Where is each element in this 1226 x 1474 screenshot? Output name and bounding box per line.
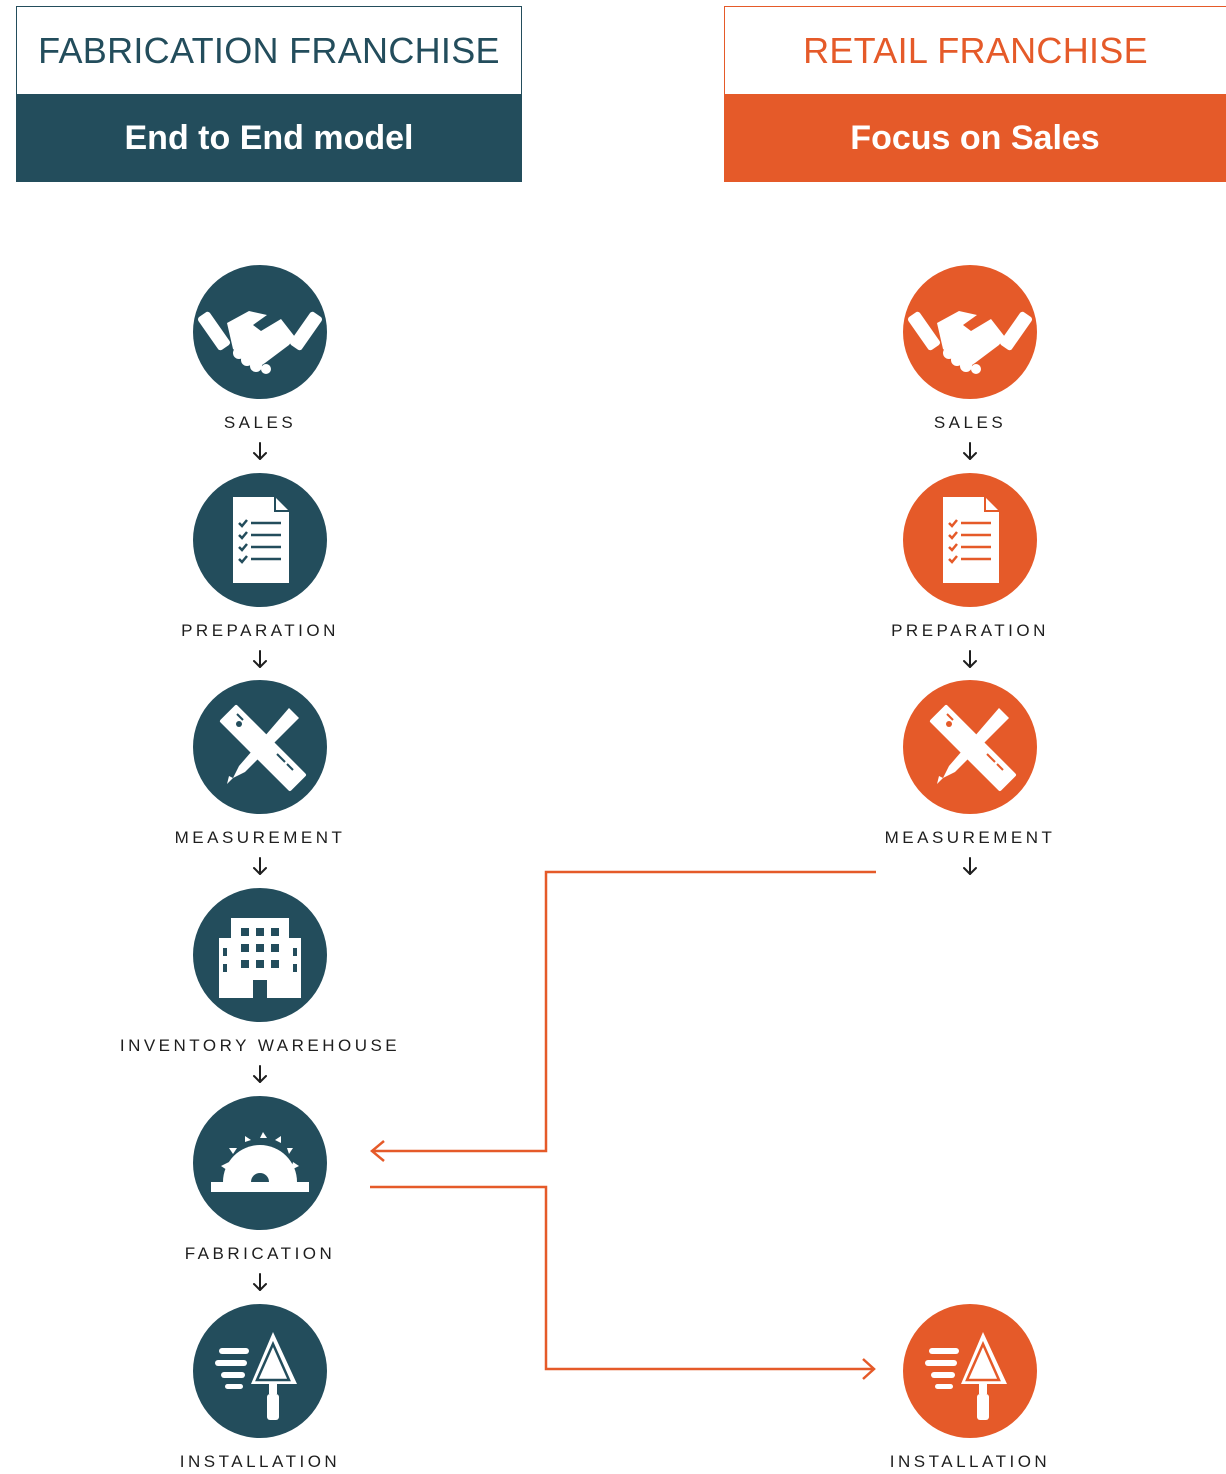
connector-measurement-to-fabrication (372, 870, 876, 1153)
down-arrow-icon (250, 1272, 270, 1292)
ruler-pencil-icon (903, 680, 1037, 814)
down-arrow-icon (960, 441, 980, 461)
building-icon (193, 888, 327, 1022)
step-label-sales: SALES (933, 413, 1007, 432)
connector-fabrication-to-installation (370, 1185, 874, 1371)
checklist-document-icon (903, 473, 1037, 607)
right-panel-subtitle: Focus on Sales (724, 94, 1226, 182)
trowel-icon (193, 1304, 327, 1438)
step-label-installation: INSTALLATION (179, 1452, 341, 1471)
step-label-installation: INSTALLATION (889, 1452, 1051, 1471)
left-panel-title: FABRICATION FRANCHISE (16, 6, 522, 94)
step-label-preparation: PREPARATION (181, 621, 339, 640)
step-label-fabrication: FABRICATION (184, 1244, 336, 1263)
right-panel-title: RETAIL FRANCHISE (724, 6, 1226, 94)
saw-blade-icon (193, 1096, 327, 1230)
down-arrow-icon (250, 856, 270, 876)
handshake-icon (903, 265, 1037, 399)
down-arrow-icon (960, 649, 980, 669)
down-arrow-icon (250, 649, 270, 669)
down-arrow-icon (250, 441, 270, 461)
step-label-measurement: MEASUREMENT (174, 828, 346, 847)
step-label-sales: SALES (223, 413, 297, 432)
step-label-measurement: MEASUREMENT (884, 828, 1056, 847)
step-label-preparation: PREPARATION (891, 621, 1049, 640)
step-label-inventory-warehouse: INVENTORY WAREHOUSE (119, 1036, 401, 1055)
left-panel-subtitle: End to End model (16, 94, 522, 182)
down-arrow-icon (960, 856, 980, 876)
connector-arrowhead-installation (862, 1358, 876, 1380)
handshake-icon (193, 265, 327, 399)
checklist-document-icon (193, 473, 327, 607)
trowel-icon (903, 1304, 1037, 1438)
ruler-pencil-icon (193, 680, 327, 814)
connector-arrowhead-fabrication (370, 1140, 385, 1162)
down-arrow-icon (250, 1064, 270, 1084)
